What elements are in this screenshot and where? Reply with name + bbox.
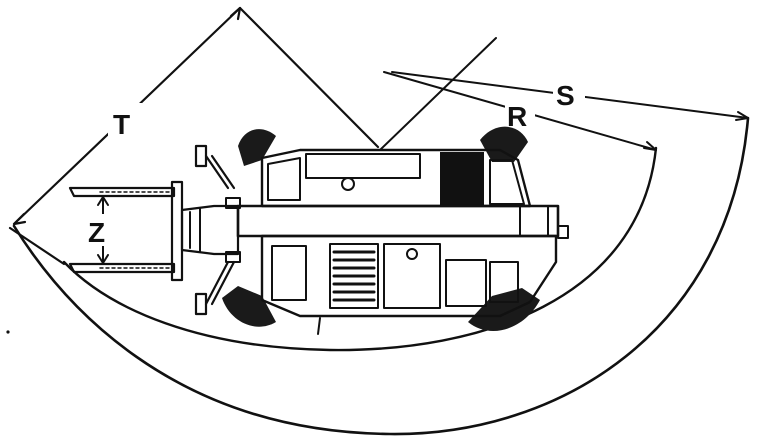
front-stabilisers bbox=[194, 144, 236, 316]
dimension-r-s: R S bbox=[383, 71, 749, 151]
boom bbox=[236, 204, 569, 239]
wheels bbox=[222, 126, 540, 331]
dimension-label-r: R bbox=[507, 101, 527, 132]
dimension-t: T bbox=[8, 6, 380, 266]
dimension-z: Z bbox=[85, 196, 115, 264]
dimension-label-z: Z bbox=[88, 217, 105, 248]
chassis-upper bbox=[260, 148, 532, 208]
inner-turning-arc-r bbox=[62, 146, 658, 352]
chassis-lower bbox=[260, 234, 558, 335]
boom-head bbox=[180, 197, 241, 263]
radiator-grille bbox=[329, 243, 379, 309]
dimension-label-t: T bbox=[113, 109, 130, 140]
centre-leader-line bbox=[379, 37, 497, 151]
dimension-label-s: S bbox=[556, 80, 575, 111]
speck bbox=[6, 330, 10, 334]
outer-turning-arc-s bbox=[12, 116, 750, 436]
